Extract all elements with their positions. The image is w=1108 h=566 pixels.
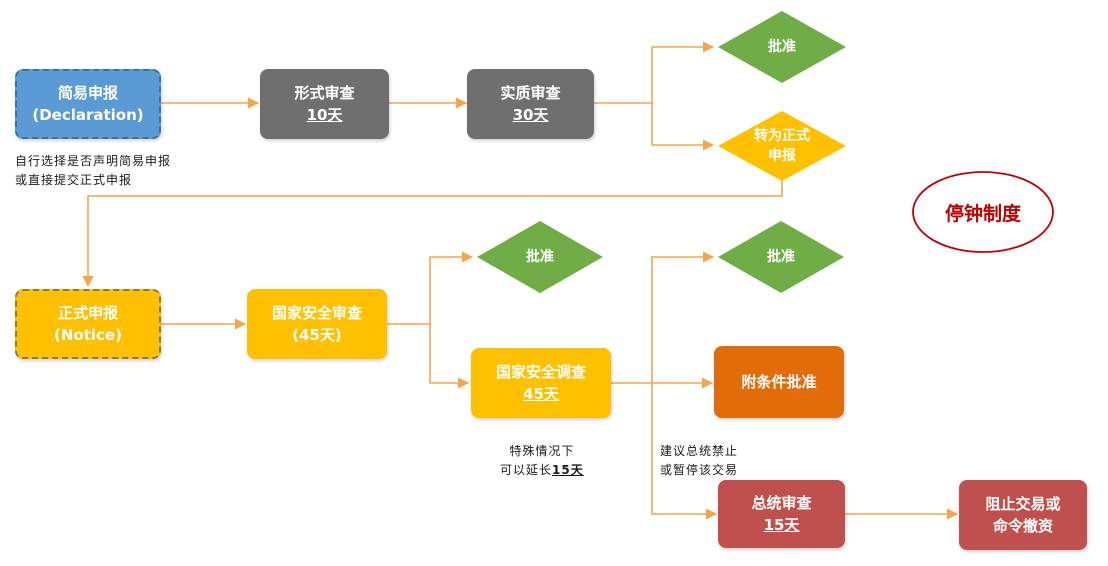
- presidential-review-box: 总统审查 15天: [718, 480, 845, 548]
- convert-formal-diamond: 转为正式 申报: [717, 110, 847, 182]
- diamond-shape: [718, 111, 846, 181]
- declaration-note-line2: 或直接提交正式申报: [15, 173, 133, 187]
- arrow-substantive-approve: [594, 41, 715, 104]
- extension-note-line2-value: 15天: [552, 463, 584, 477]
- arrow-investigation-president: [651, 383, 718, 520]
- formal-review-title: 形式审查: [294, 84, 355, 102]
- arrow-convert-notice: [82, 180, 783, 288]
- block-divest-line2: 命令撤资: [992, 517, 1053, 535]
- convert-formal-line1: 转为正式: [754, 128, 810, 144]
- diamond-shape: [718, 11, 846, 83]
- recommend-note: 建议总统禁止 或暂停该交易: [660, 442, 738, 480]
- approve-label-2: 批准: [526, 249, 554, 265]
- approve-label-1: 批准: [768, 39, 796, 55]
- diamond-shape: [718, 221, 844, 293]
- conditional-approval-label: 附条件批准: [741, 373, 817, 391]
- formal-review-box: 形式审查 10天: [260, 69, 389, 139]
- notice-box: 正式申报 (Notice): [15, 289, 161, 359]
- block-divest-box: 阻止交易或 命令撤资: [959, 480, 1087, 550]
- approve-diamond-1: 批准: [717, 10, 847, 84]
- declaration-box: 简易申报 (Declaration): [15, 69, 161, 139]
- arrow-security-investigation: [429, 324, 470, 389]
- arrow-substantive-convert: [651, 103, 715, 151]
- security-investigation-title: 国家安全调查: [495, 363, 586, 381]
- convert-formal-line2: 申报: [768, 148, 796, 164]
- arrow-security-approve: [387, 251, 474, 325]
- extension-note-line1: 特殊情况下: [509, 444, 575, 458]
- security-investigation-box: 国家安全调查 45天: [471, 348, 611, 418]
- declaration-note-line1: 自行选择是否声明简易申报: [15, 154, 172, 168]
- conditional-approval-box: 附条件批准: [714, 346, 844, 418]
- notice-subtitle: (Notice): [54, 326, 122, 344]
- extension-note: 特殊情况下 可以延长15天: [500, 442, 584, 480]
- notice-title: 正式申报: [57, 304, 118, 322]
- security-review-box: 国家安全审查 (45天): [247, 289, 387, 359]
- security-review-duration: (45天): [292, 326, 342, 344]
- declaration-title: 简易申报: [57, 84, 118, 102]
- formal-review-duration: 10天: [306, 106, 343, 124]
- substantive-review-box: 实质审查 30天: [467, 69, 594, 139]
- security-review-title: 国家安全审查: [271, 304, 362, 322]
- convert-formal-label: 转为正式 申报: [754, 126, 810, 166]
- security-investigation-duration: 45天: [523, 385, 559, 403]
- recommend-note-line1: 建议总统禁止: [660, 444, 739, 458]
- presidential-review-title: 总统审查: [751, 494, 812, 512]
- substantive-review-duration: 30天: [512, 106, 549, 124]
- approve-diamond-3: 批准: [717, 220, 845, 294]
- suspension-ellipse: [912, 171, 1054, 253]
- substantive-review-title: 实质审查: [500, 84, 561, 102]
- extension-note-line2-prefix: 可以延长: [500, 463, 553, 477]
- declaration-subtitle: (Declaration): [32, 106, 144, 124]
- diamond-shape: [477, 221, 603, 293]
- arrow-investigation-approve: [651, 251, 715, 383]
- block-divest-line1: 阻止交易或: [985, 495, 1061, 513]
- approve-diamond-2: 批准: [476, 220, 604, 294]
- declaration-note: 自行选择是否声明简易申报 或直接提交正式申报: [15, 152, 171, 190]
- approve-label-3: 批准: [767, 249, 795, 265]
- suspension-label: 停钟制度: [944, 202, 1021, 225]
- recommend-note-line2: 或暂停该交易: [660, 463, 739, 477]
- presidential-review-duration: 15天: [763, 516, 800, 534]
